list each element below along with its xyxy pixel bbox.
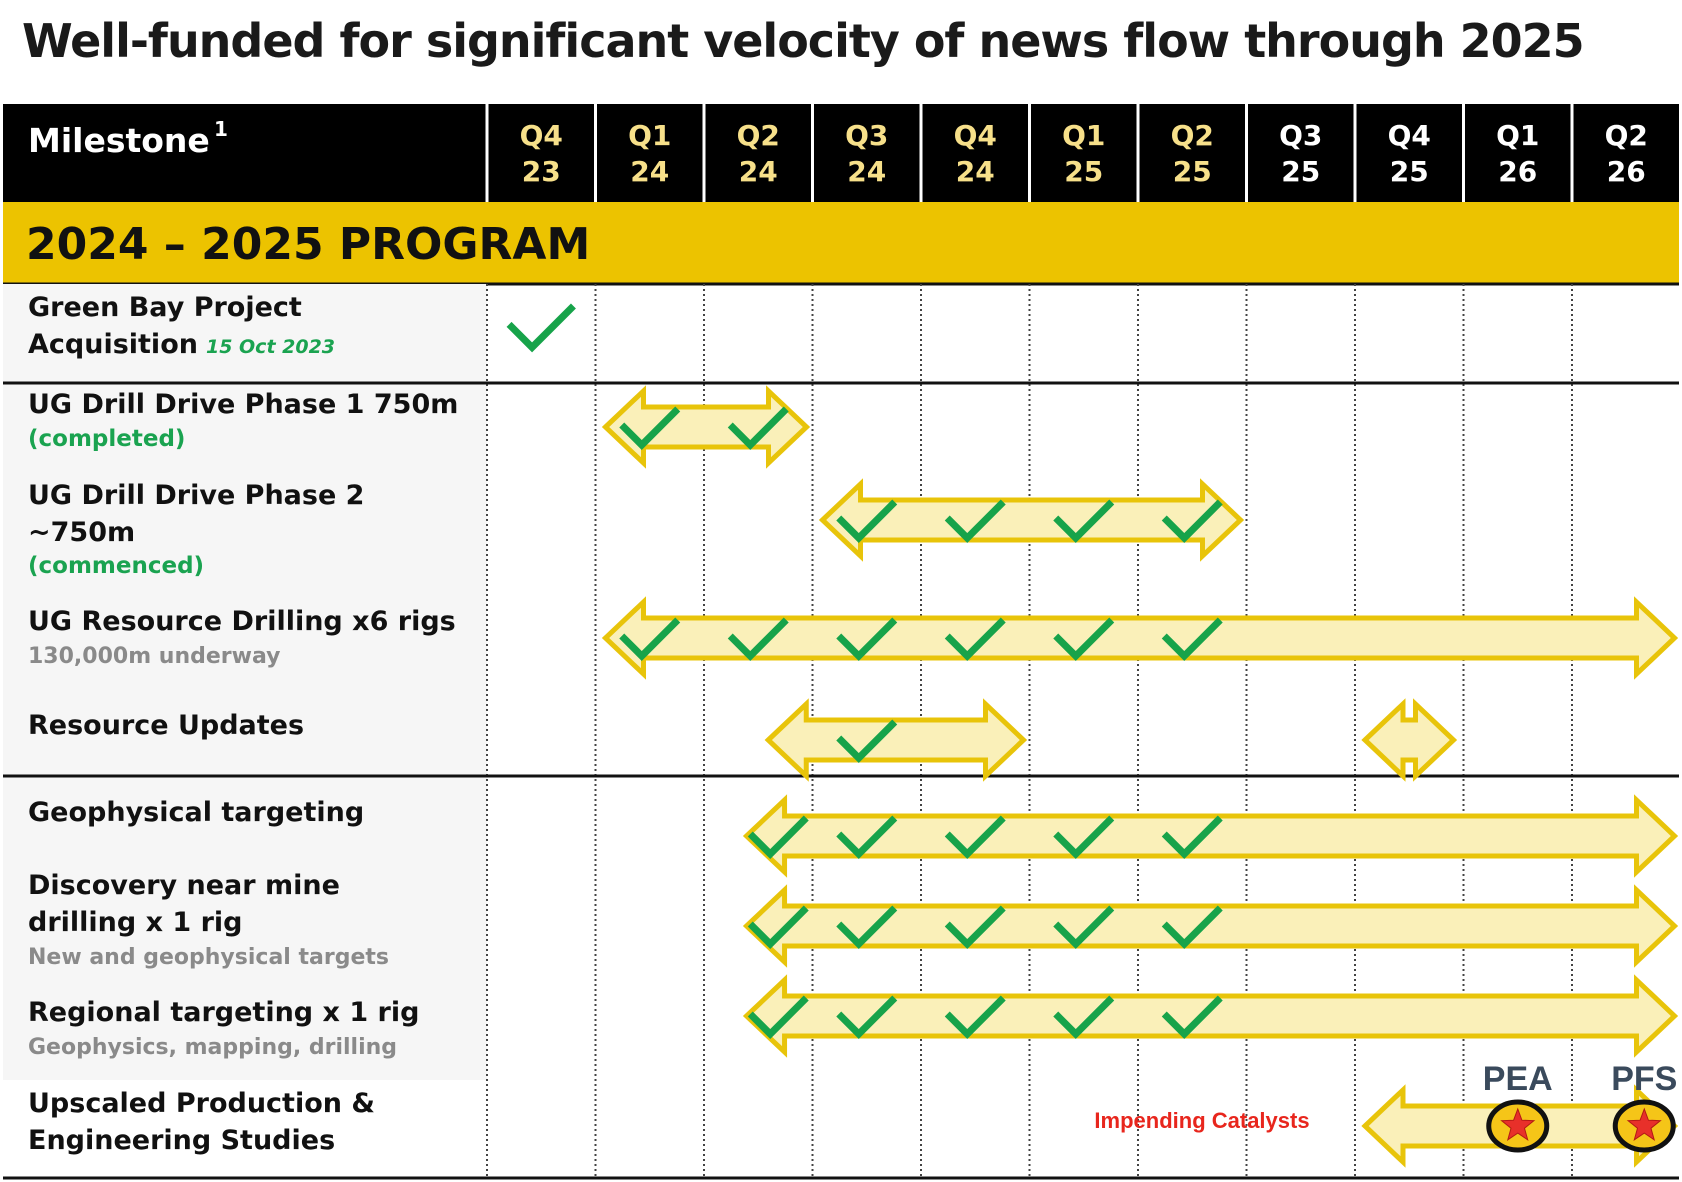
header-quarter-label: Q3 bbox=[845, 119, 888, 152]
header-milestone-superscript: 1 bbox=[214, 117, 228, 141]
catalyst-marker-label: PEA bbox=[1483, 1060, 1553, 1098]
header-quarter-label: Q1 bbox=[1062, 119, 1105, 152]
check-icon bbox=[506, 303, 576, 353]
check-icon bbox=[1161, 905, 1223, 949]
header-quarter-label: Q4 bbox=[1388, 119, 1431, 152]
catalyst-marker-label: PFS bbox=[1611, 1060, 1677, 1098]
timeline-bar bbox=[818, 478, 1245, 562]
header-quarter-label: Q2 bbox=[1171, 119, 1214, 152]
milestone-label: Engineering Studies bbox=[28, 1125, 335, 1156]
check-icon bbox=[944, 617, 1006, 661]
header-year-label: 24 bbox=[739, 155, 778, 188]
header-quarter-label: Q3 bbox=[1279, 119, 1322, 152]
check-icon bbox=[727, 406, 789, 450]
check-icon bbox=[1053, 995, 1115, 1039]
milestone-label: UG Drill Drive Phase 2 bbox=[28, 480, 364, 511]
header-year-label: 24 bbox=[847, 155, 886, 188]
label-panel bbox=[3, 776, 487, 1080]
milestone-date-note: 15 Oct 2023 bbox=[206, 336, 335, 358]
milestone-label: drilling x 1 rig bbox=[28, 907, 243, 938]
header-year-label: 25 bbox=[1064, 155, 1103, 188]
star-icon bbox=[1626, 1107, 1662, 1141]
check-icon bbox=[1161, 617, 1223, 661]
impending-catalysts-label: Impending Catalysts bbox=[1094, 1108, 1309, 1133]
timeline-bar bbox=[742, 884, 1679, 968]
check-icon bbox=[619, 406, 681, 450]
header-quarter-label: Q1 bbox=[628, 119, 671, 152]
milestone-subtitle: (commenced) bbox=[28, 553, 204, 579]
check-icon bbox=[1053, 905, 1115, 949]
timeline-bar bbox=[764, 698, 1028, 782]
header-quarter-label: Q2 bbox=[1605, 119, 1648, 152]
check-icon bbox=[836, 815, 898, 859]
check-icon bbox=[836, 719, 898, 763]
check-icon bbox=[1161, 815, 1223, 859]
check-icon bbox=[944, 499, 1006, 543]
check-icon bbox=[747, 995, 809, 1039]
timeline-bar bbox=[601, 385, 811, 469]
header-quarter-label: Q4 bbox=[954, 119, 997, 152]
check-icon bbox=[1053, 815, 1115, 859]
milestone-label: Resource Updates bbox=[28, 710, 304, 741]
header-year-label: 25 bbox=[1173, 155, 1212, 188]
milestone-subtitle: New and geophysical targets bbox=[28, 945, 389, 970]
timeline-bar bbox=[742, 794, 1679, 878]
header-milestone-label: Milestone bbox=[28, 121, 210, 160]
milestone-label: Geophysical targeting bbox=[28, 797, 364, 828]
header-year-label: 25 bbox=[1281, 155, 1320, 188]
header-year-label: 26 bbox=[1498, 155, 1537, 188]
check-icon bbox=[1053, 499, 1115, 543]
milestone-label: ~750m bbox=[28, 517, 135, 548]
check-icon bbox=[836, 499, 898, 543]
timeline-bar bbox=[742, 974, 1679, 1058]
header-year-label: 23 bbox=[522, 155, 561, 188]
milestone-subtitle: (completed) bbox=[28, 426, 185, 452]
check-icon bbox=[727, 617, 789, 661]
milestone-label: UG Resource Drilling x6 rigs bbox=[28, 606, 456, 637]
check-icon bbox=[944, 995, 1006, 1039]
milestone-subtitle: Geophysics, mapping, drilling bbox=[28, 1035, 397, 1060]
check-icon bbox=[836, 905, 898, 949]
page-title: Well-funded for significant velocity of … bbox=[22, 14, 1585, 68]
check-icon bbox=[1161, 499, 1223, 543]
section-title: 2024 – 2025 PROGRAM bbox=[26, 219, 590, 270]
check-icon bbox=[1161, 995, 1223, 1039]
milestone-label: Discovery near mine bbox=[28, 870, 340, 901]
check-icon bbox=[747, 905, 809, 949]
header-year-label: 25 bbox=[1390, 155, 1429, 188]
milestone-subtitle: 130,000m underway bbox=[28, 644, 280, 669]
check-icon bbox=[836, 617, 898, 661]
timeline-bar bbox=[601, 596, 1679, 680]
check-icon bbox=[944, 815, 1006, 859]
check-icon bbox=[1053, 617, 1115, 661]
check-icon bbox=[619, 617, 681, 661]
label-panel bbox=[3, 284, 487, 383]
header-year-label: 26 bbox=[1607, 155, 1646, 188]
header-quarter-label: Q4 bbox=[520, 119, 563, 152]
check-icon bbox=[747, 815, 809, 859]
header-quarter-label: Q1 bbox=[1496, 119, 1539, 152]
header-quarter-label: Q2 bbox=[737, 119, 780, 152]
milestone-label: UG Drill Drive Phase 1 750m bbox=[28, 389, 458, 420]
milestone-label: Green Bay Project bbox=[28, 292, 302, 323]
timeline-bar bbox=[1361, 698, 1458, 782]
star-icon bbox=[1500, 1107, 1536, 1141]
milestone-label: Upscaled Production & bbox=[28, 1088, 375, 1119]
label-panel bbox=[3, 383, 487, 776]
header-year-label: 24 bbox=[630, 155, 669, 188]
header-band bbox=[3, 104, 1679, 202]
section-band bbox=[3, 202, 1679, 284]
check-icon bbox=[836, 995, 898, 1039]
milestone-label: Regional targeting x 1 rig bbox=[28, 997, 419, 1028]
header-year-label: 24 bbox=[956, 155, 995, 188]
check-icon bbox=[944, 905, 1006, 949]
